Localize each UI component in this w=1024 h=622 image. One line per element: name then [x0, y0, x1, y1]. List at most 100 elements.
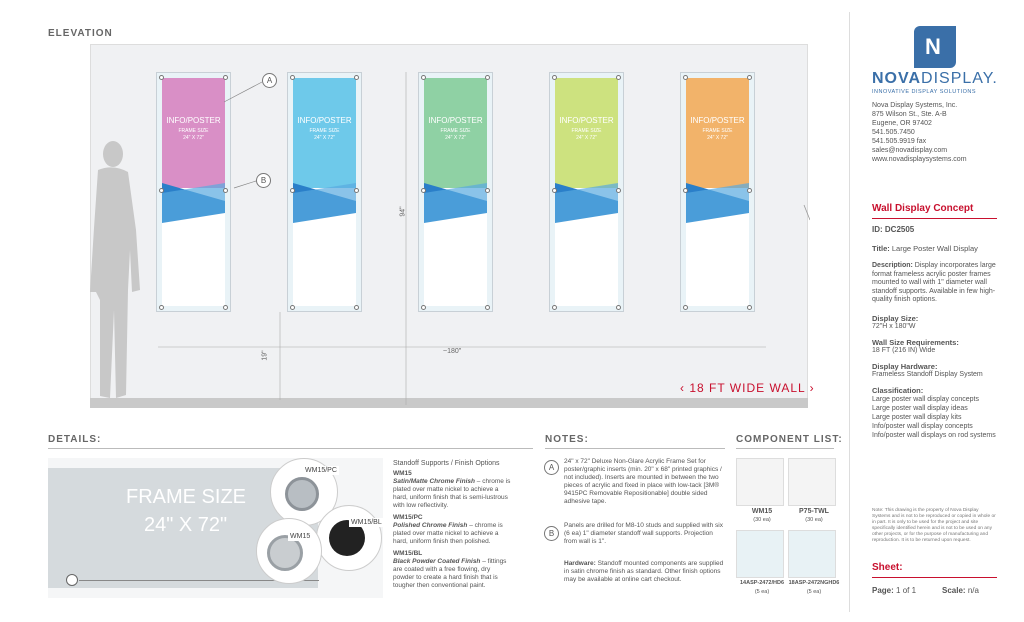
wave-graphic	[424, 183, 487, 253]
standoff-dot	[223, 75, 228, 80]
address-line: 875 Wilson St., Ste. A-B	[872, 111, 947, 118]
brand-address: Nova Display Systems, Inc.875 Wilson St.…	[872, 101, 967, 164]
standoff-dot	[683, 188, 688, 193]
standoff-hole	[66, 574, 78, 586]
classification-item: Large poster wall display kits	[872, 413, 962, 421]
address-line: 541.505.9919 fax	[872, 138, 927, 145]
component-name: WM15	[751, 508, 773, 515]
address-line: Eugene, OR 97402	[872, 120, 932, 127]
standoff-dot	[421, 305, 426, 310]
standoff-dot	[747, 75, 752, 80]
component-name: P75-TWL	[799, 508, 829, 515]
standoff-dot	[616, 75, 621, 80]
standoff-dot	[485, 188, 490, 193]
standoff-dot	[223, 188, 228, 193]
wall-width-label: ‹ 18 FT WIDE WALL ›	[680, 381, 815, 395]
standoff-dot	[421, 188, 426, 193]
height-dimension: 94"	[399, 206, 407, 217]
brand-name: NOVADISPLAY.	[872, 70, 998, 87]
wave-graphic	[686, 183, 749, 253]
component-thumb	[788, 530, 836, 578]
standoff-dot	[354, 188, 359, 193]
standoff-title: Standoff Supports / Finish Options	[393, 460, 500, 467]
sheet-heading: Sheet:	[872, 562, 903, 573]
floor	[90, 398, 808, 408]
standoff-dot	[747, 305, 752, 310]
address-line: www.novadisplaysystems.com	[872, 156, 967, 163]
frame-size-label: FRAME SIZE	[126, 486, 247, 508]
details-title: DETAILS:	[48, 434, 102, 445]
poster-title: INFO/POSTER	[166, 116, 221, 125]
standoff-dot	[354, 305, 359, 310]
standoff-dot	[485, 75, 490, 80]
nova-logo-icon: N	[914, 26, 956, 68]
standoff-dot	[290, 188, 295, 193]
standoff-dot	[683, 75, 688, 80]
classification-item: Info/poster wall display concepts	[872, 422, 973, 430]
standoff-dot	[616, 188, 621, 193]
standoff-dot	[552, 75, 557, 80]
frame-size-value: 24" X 72"	[144, 514, 228, 536]
standoff-dot	[616, 305, 621, 310]
poster-title: INFO/POSTER	[428, 116, 483, 125]
components-title: COMPONENT LIST:	[736, 434, 843, 445]
page-info: Page: 1 of 1	[872, 586, 917, 595]
wave-graphic	[555, 183, 618, 253]
standoff-dot	[747, 188, 752, 193]
note-b-marker: B	[544, 526, 559, 541]
concept-details: ID: DC2505 Title: Large Poster Wall Disp…	[872, 225, 1002, 440]
component-qty: (5 ea)	[806, 589, 822, 595]
note-a-marker: A	[544, 460, 559, 475]
concept-id: DC2505	[884, 225, 915, 234]
arrow-left-icon: ‹	[680, 381, 690, 395]
note-a-text: 24" x 72" Deluxe Non-Glare Acrylic Frame…	[564, 458, 722, 505]
width-dimension: ~180"	[443, 348, 462, 355]
callout-b: B	[256, 173, 271, 188]
classification-item: Info/poster wall displays on rod systems	[872, 431, 996, 439]
wm15-detail	[256, 518, 322, 584]
wm15bl-detail	[316, 505, 382, 571]
callout-leaders	[223, 81, 263, 189]
standoff-dot	[552, 188, 557, 193]
badge-wm15: WM15	[288, 532, 313, 541]
poster-title: INFO/POSTER	[297, 116, 352, 125]
component-thumb	[788, 458, 836, 506]
address-line: sales@novadisplay.com	[872, 147, 948, 154]
arrow-right-icon: ›	[805, 381, 815, 395]
floor-dimension: 19"	[261, 350, 269, 361]
component-name: 14ASP-2472/HD6	[739, 580, 785, 586]
component-name: 18ASP-2472NGHD6	[788, 580, 840, 586]
classification-item: Large poster wall display ideas	[872, 404, 968, 412]
component-thumb	[736, 458, 784, 506]
concept-heading: Wall Display Concept	[872, 203, 974, 214]
component-qty: (30 ea)	[753, 517, 771, 523]
standoff-dot	[159, 188, 164, 193]
standoff-dot	[552, 305, 557, 310]
classification-item: Large poster wall display concepts	[872, 395, 980, 403]
person-silhouette	[90, 141, 140, 398]
poster-title: INFO/POSTER	[559, 116, 614, 125]
address-line: 541.505.7450	[872, 129, 915, 136]
standoff-dot	[290, 75, 295, 80]
dimension-lines	[158, 72, 810, 405]
brand-tagline: INNOVATIVE DISPLAY SOLUTIONS	[872, 89, 977, 95]
standoff-dot	[354, 75, 359, 80]
standoff-dot	[683, 305, 688, 310]
note-hardware-text: Hardware: Standoff mounted components ar…	[564, 560, 724, 583]
standoff-dot	[421, 75, 426, 80]
wave-graphic	[162, 183, 225, 253]
standoff-dot	[290, 305, 295, 310]
